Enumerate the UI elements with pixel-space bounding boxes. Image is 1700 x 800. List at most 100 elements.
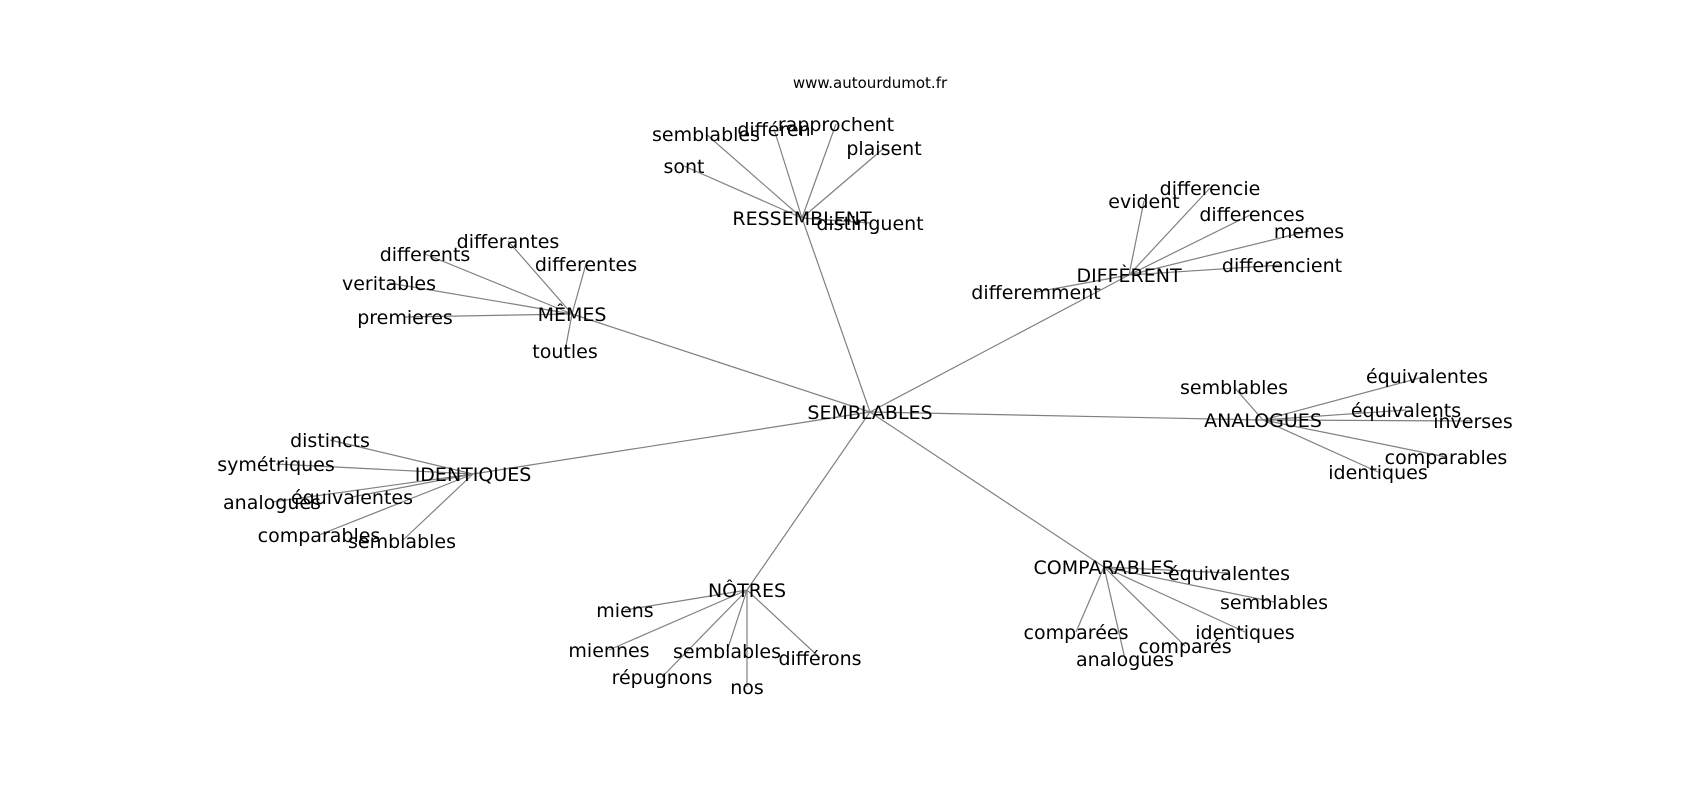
leaf-node-ressemblent-0: semblables xyxy=(652,124,760,146)
leaf-node-notres-2: semblables xyxy=(673,641,781,663)
leaf-node-notres-3: différons xyxy=(778,648,861,670)
edge-identiques-4 xyxy=(318,473,474,536)
edge-comparables-1 xyxy=(1103,566,1275,603)
leaf-node-notres-1: miennes xyxy=(568,640,649,662)
edge-center-identiques xyxy=(472,411,871,475)
leaf-node-different-0: evident xyxy=(1108,191,1179,213)
edge-analogues-5 xyxy=(1262,419,1379,473)
edge-identiques-0 xyxy=(329,439,474,475)
hub-node-memes: MÊMES xyxy=(538,303,607,326)
hub-node-comparables: COMPARABLES xyxy=(1034,557,1175,579)
leaf-node-identiques-1: symétriques xyxy=(217,454,335,476)
edge-identiques-3 xyxy=(271,473,474,503)
leaf-node-comparables-0: équivalentes xyxy=(1168,563,1290,585)
edge-memes-3 xyxy=(388,282,573,315)
leaf-node-ressemblent-3: plaisent xyxy=(846,138,921,160)
edge-ressemblent-3 xyxy=(801,147,885,219)
edge-center-notres xyxy=(746,411,871,591)
leaf-node-different-5: differemment xyxy=(971,282,1100,304)
hub-node-different: DIFFÈRENT xyxy=(1076,264,1182,287)
leaf-node-memes-5: toutles xyxy=(532,341,597,363)
hub-node-identiques: IDENTIQUES xyxy=(415,464,532,486)
edge-comparables-3 xyxy=(1075,566,1105,633)
leaf-node-different-1: differencie xyxy=(1160,178,1261,200)
leaf-node-memes-3: veritables xyxy=(342,273,436,295)
edge-center-ressemblent xyxy=(801,217,871,413)
hub-node-analogues: ANALOGUES xyxy=(1204,410,1322,432)
edge-notres-0 xyxy=(624,589,748,611)
edge-different-4 xyxy=(1128,264,1283,276)
leaf-node-memes-1: differents xyxy=(380,244,471,266)
leaf-node-ressemblent-2: rapprochent xyxy=(778,114,894,136)
leaf-node-analogues-1: équivalentes xyxy=(1366,366,1488,388)
leaf-node-comparables-2: identiques xyxy=(1195,622,1295,644)
edge-memes-1 xyxy=(424,253,573,315)
edge-memes-4 xyxy=(404,313,573,318)
edge-memes-2 xyxy=(571,263,587,315)
edge-analogues-4 xyxy=(1262,419,1447,458)
edge-identiques-2 xyxy=(351,473,474,498)
edge-center-comparables xyxy=(869,411,1105,568)
edge-different-3 xyxy=(1128,230,1310,276)
leaf-node-notres-4: répugnons xyxy=(612,667,713,689)
edge-comparables-0 xyxy=(1103,566,1230,574)
edge-comparables-4 xyxy=(1103,566,1126,660)
leaf-node-notres-0: miens xyxy=(596,600,653,622)
leaf-node-notres-5: nos xyxy=(730,677,764,699)
edge-different-5 xyxy=(1035,274,1130,293)
leaf-node-different-3: memes xyxy=(1274,221,1344,243)
leaf-node-ressemblent-5: distinguent xyxy=(816,213,923,235)
edge-different-2 xyxy=(1128,213,1253,276)
edge-analogues-0 xyxy=(1233,386,1264,421)
edges-layer xyxy=(271,123,1474,687)
leaf-node-comparables-5: comparés xyxy=(1138,636,1231,658)
leaf-node-memes-4: premieres xyxy=(357,307,453,329)
site-label: www.autourdumot.fr xyxy=(793,74,948,92)
leaf-node-ressemblent-1: différen xyxy=(737,119,810,141)
edge-center-different xyxy=(869,274,1130,413)
leaf-node-different-4: differencient xyxy=(1222,255,1342,277)
leaf-node-memes-0: differantes xyxy=(457,231,560,253)
edge-analogues-1 xyxy=(1262,375,1428,421)
leaf-node-identiques-2: équivalentes xyxy=(291,487,413,509)
leaf-node-different-2: differences xyxy=(1199,204,1304,226)
edge-comparables-5 xyxy=(1103,566,1186,647)
edge-identiques-1 xyxy=(275,463,474,475)
leaf-node-comparables-1: semblables xyxy=(1220,592,1328,614)
leaf-node-analogues-4: comparables xyxy=(1385,447,1508,469)
leaf-node-analogues-5: identiques xyxy=(1328,462,1428,484)
labels-layer: semblablesdifférenrapprochentplaisentson… xyxy=(217,114,1513,699)
edge-notres-2 xyxy=(726,589,748,652)
edge-analogues-3 xyxy=(1262,419,1474,422)
leaf-node-identiques-5: semblables xyxy=(348,531,456,553)
edge-comparables-2 xyxy=(1103,566,1246,633)
edge-different-1 xyxy=(1128,187,1211,276)
leaf-node-memes-2: differentes xyxy=(535,254,637,276)
leaf-node-analogues-0: semblables xyxy=(1180,377,1288,399)
edge-ressemblent-2 xyxy=(801,123,837,219)
edge-ressemblent-1 xyxy=(773,128,803,219)
edge-notres-1 xyxy=(608,589,748,651)
leaf-node-identiques-3: analogues xyxy=(223,492,321,514)
edge-identiques-5 xyxy=(401,473,474,542)
leaf-node-identiques-4: comparables xyxy=(258,525,381,547)
center-node: SEMBLABLES xyxy=(807,402,932,424)
hub-node-ressemblent: RESSEMBLENT xyxy=(732,208,872,230)
edge-notres-4 xyxy=(661,589,748,678)
edge-center-analogues xyxy=(869,411,1264,421)
leaf-node-identiques-0: distincts xyxy=(290,430,370,452)
edge-memes-5 xyxy=(564,313,573,352)
edge-ressemblent-0 xyxy=(705,133,803,219)
leaf-node-analogues-2: équivalents xyxy=(1351,400,1461,422)
leaf-node-comparables-3: comparées xyxy=(1024,622,1129,644)
leaf-node-ressemblent-4: sont xyxy=(663,156,704,178)
edge-center-memes xyxy=(571,313,871,413)
edge-ressemblent-4 xyxy=(683,165,803,219)
leaf-node-comparables-4: analogues xyxy=(1076,649,1174,671)
edge-notres-3 xyxy=(746,589,821,659)
hub-node-notres: NÔTRES xyxy=(708,578,786,602)
edge-analogues-2 xyxy=(1262,409,1407,421)
edge-memes-0 xyxy=(507,240,573,315)
edge-ressemblent-5 xyxy=(801,217,871,224)
